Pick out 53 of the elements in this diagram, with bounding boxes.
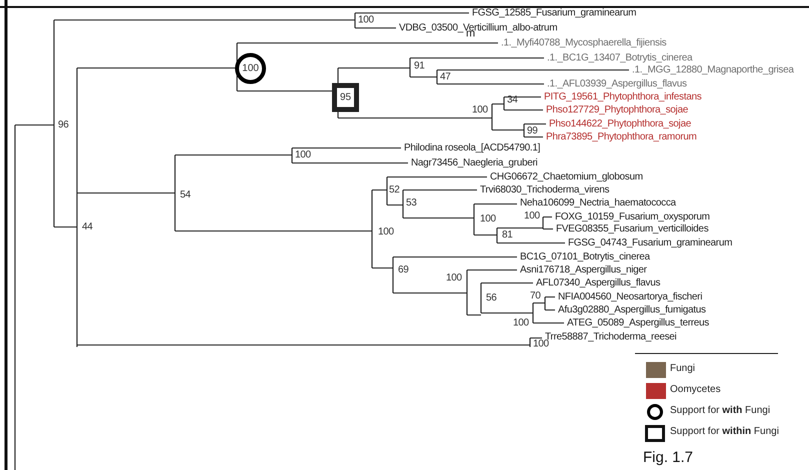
support-value: 34 xyxy=(507,94,518,106)
taxon-label: Phso127729_Phytophthora_sojae xyxy=(546,104,688,116)
support-value: 96 xyxy=(58,120,69,130)
support-value: 53 xyxy=(406,198,417,208)
support-value: 95 xyxy=(340,92,352,103)
support-value: 69 xyxy=(398,264,409,276)
support-value: 81 xyxy=(502,230,513,240)
taxon-label: Trvi68030_Trichoderma_virens xyxy=(480,184,610,196)
support-value: 100 xyxy=(480,214,496,224)
support-value: 47 xyxy=(440,72,451,82)
taxon-label: Philodina roseola_[ACD54790.1] xyxy=(404,142,540,154)
taxon-label: Neha106099_Nectria_haematococca xyxy=(520,198,676,208)
taxon-label: Nagr73456_Naegleria_gruberi xyxy=(411,158,538,168)
support-value: 100 xyxy=(358,14,374,26)
highlight-square xyxy=(332,83,359,112)
support-value: 100 xyxy=(472,104,488,116)
legend-text: Fungi xyxy=(670,363,696,374)
taxon-label: Afu3g02880_Aspergillus_fumigatus xyxy=(558,304,706,316)
taxon-label: .1._MGG_12880_Magnaporthe_grisea xyxy=(632,64,794,76)
support-value: 100 xyxy=(524,210,540,222)
highlight-circle xyxy=(235,53,266,84)
support-value: 100 xyxy=(446,272,462,284)
support-value: 44 xyxy=(82,222,93,232)
taxon-label: CHG06672_Chaetomium_globosum xyxy=(490,172,643,182)
taxon-label: FOXG_10159_Fusarium_oxysporum xyxy=(555,212,710,222)
support-value: 91 xyxy=(414,60,425,72)
taxon-label: BC1G_07101_Botrytis_cinerea xyxy=(520,252,650,262)
support-value: 100 xyxy=(513,318,529,328)
legend-text: Oomycetes xyxy=(670,384,721,395)
taxon-label: .1._BC1G_13407_Botrytis_cinerea xyxy=(547,52,692,64)
support-value: 54 xyxy=(180,190,191,200)
taxon-label: FGSG_12585_Fusarium_graminearum xyxy=(472,8,636,18)
taxon-label: PITG_19561_Phytophthora_infestans xyxy=(544,92,702,102)
taxon-label: FVEG08355_Fusarium_verticilloides xyxy=(556,224,708,234)
support-value: 70 xyxy=(530,290,541,302)
taxon-label: .1._AFL03939_Aspergillus_flavus xyxy=(547,78,687,90)
taxon-label: Phra73895_Phytophthora_ramorum xyxy=(546,132,697,142)
legend-text: Support for within Fungi xyxy=(670,426,779,437)
taxon-label: AFL07340_Aspergillus_flavus xyxy=(536,278,660,288)
taxon-label: .1._Myfi40788_Mycosphaerella_fijiensis xyxy=(501,38,666,48)
taxon-label: Phso144622_Phytophthora_sojae xyxy=(549,118,691,130)
support-value: 99 xyxy=(527,126,538,136)
legend-text: Support for with Fungi xyxy=(670,405,770,416)
support-value: 52 xyxy=(389,184,400,196)
taxon-label: Asni176718_Aspergillus_niger xyxy=(520,264,647,276)
support-value: 100 xyxy=(242,63,259,74)
taxon-label: ATEG_05089_Aspergillus_terreus xyxy=(567,318,710,328)
support-value: 56 xyxy=(486,292,497,304)
support-value: 100 xyxy=(295,150,311,160)
taxon-label: FGSG_04743_Fusarium_graminearum xyxy=(568,238,732,248)
taxon-label: NFIA004560_Neosartorya_fischeri xyxy=(558,292,702,302)
figure-caption: Fig. 1.7 xyxy=(643,449,694,466)
support-value: 100 xyxy=(378,226,394,238)
